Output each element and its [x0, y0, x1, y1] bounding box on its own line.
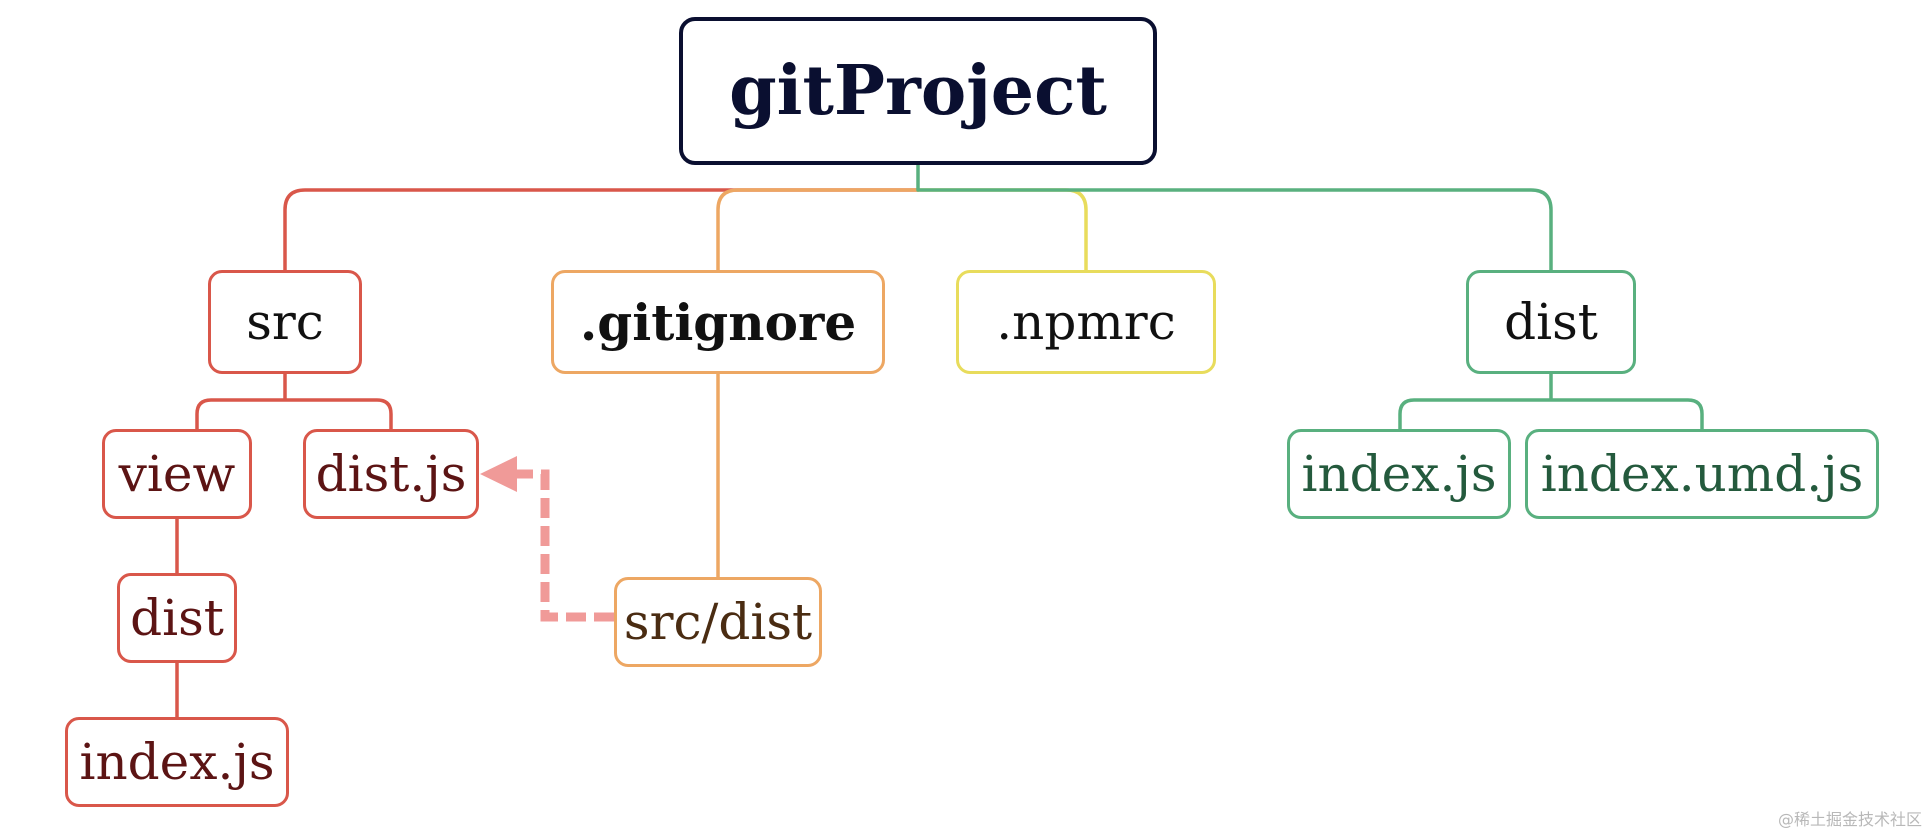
node-view-dist-index-js-label: index.js: [79, 733, 275, 791]
node-dist-label: dist: [1504, 293, 1598, 351]
node-dist-js: dist.js: [303, 429, 479, 519]
connector-src-children: [195, 372, 393, 431]
node-view-dist-index-js: index.js: [65, 717, 289, 807]
ignore-arrow-line: [517, 469, 614, 622]
connector-dist-children: [1398, 372, 1704, 431]
node-src: src: [208, 270, 362, 374]
node-view-dist-label: dist: [130, 589, 224, 647]
node-dist: dist: [1466, 270, 1636, 374]
node-src-label: src: [246, 293, 324, 351]
node-view-dist: dist: [117, 573, 237, 663]
node-dist-js-label: dist.js: [315, 445, 467, 503]
root-label: gitProject: [729, 51, 1107, 131]
node-gitignore: .gitignore: [551, 270, 885, 374]
connector-root-src: [283, 188, 920, 272]
node-view-label: view: [118, 445, 236, 503]
node-src-dist-entry-label: src/dist: [623, 593, 813, 651]
node-index-umd-js-label: index.umd.js: [1540, 445, 1864, 503]
connector-root-npmrc: [916, 188, 1088, 272]
connector-root-gitignore: [716, 188, 920, 272]
node-npmrc-label: .npmrc: [996, 293, 1176, 351]
node-npmrc: .npmrc: [956, 270, 1216, 374]
node-index-js-green: index.js: [1287, 429, 1511, 519]
node-index-umd-js: index.umd.js: [1525, 429, 1879, 519]
node-view: view: [102, 429, 252, 519]
ignore-arrow-head: [480, 456, 517, 492]
watermark: @稀土掘金技术社区: [1777, 810, 1922, 829]
node-src-dist-entry: src/dist: [614, 577, 822, 667]
root-node-gitproject: gitProject: [679, 17, 1157, 165]
connector-root-dist: [916, 163, 1553, 272]
node-index-js-green-label: index.js: [1301, 445, 1497, 503]
node-gitignore-label: .gitignore: [579, 292, 857, 352]
